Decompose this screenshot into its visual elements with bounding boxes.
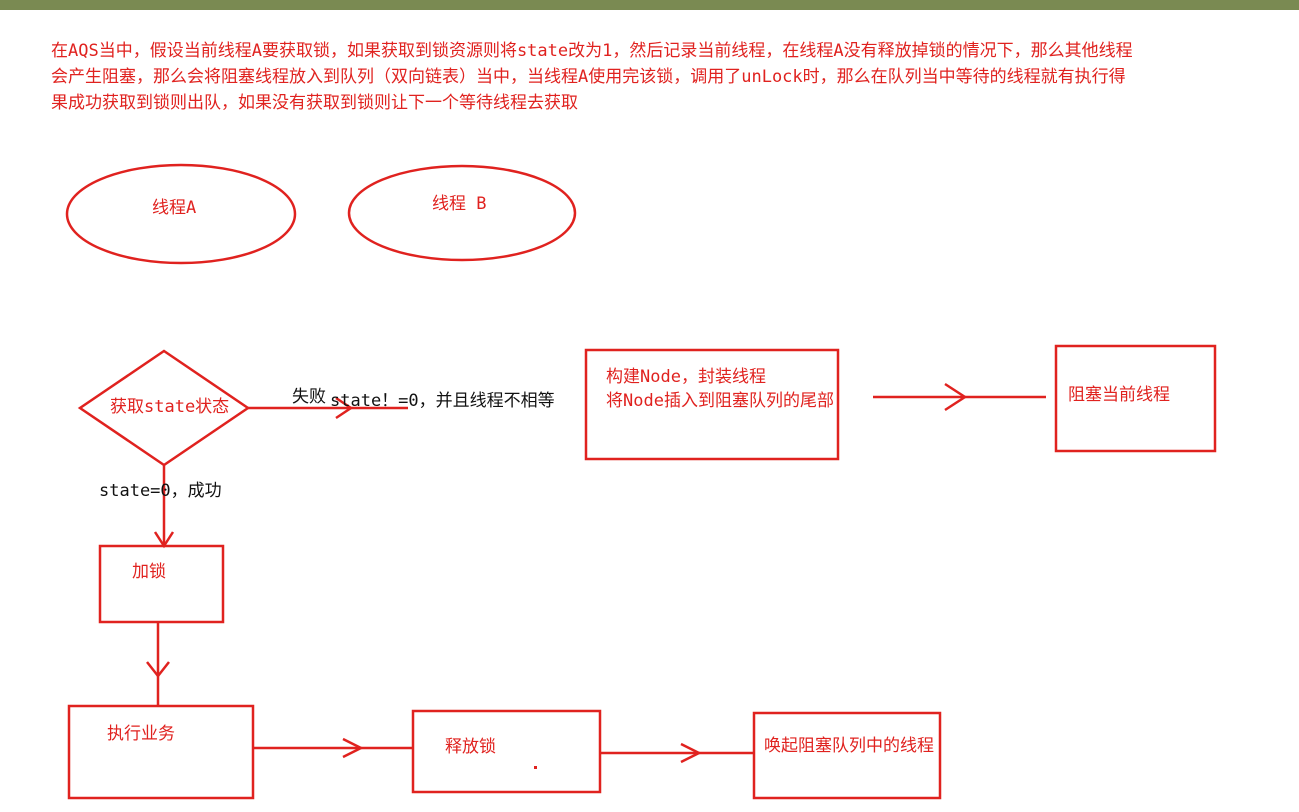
- release-label: 释放锁: [445, 737, 496, 757]
- release-to-wake-arrowhead: [680, 742, 702, 764]
- intro-line-3: 果成功获取到锁则出队，如果没有获取到锁则让下一个等待线程去获取: [51, 93, 578, 113]
- build-node-box: [584, 348, 840, 461]
- intro-line-2: 会产生阻塞，那么会将阻塞线程放入到队列（双向链表）当中，当线程A使用完该锁，调用…: [51, 67, 1126, 87]
- wake-box: [752, 711, 942, 800]
- window-top-bar: [0, 0, 1299, 10]
- fail-condition-label: state！=0，并且线程不相等: [330, 391, 555, 411]
- lock-to-execute-arrowhead: [146, 661, 170, 679]
- decision-label: 获取state状态: [110, 397, 230, 417]
- success-label: state=0，成功: [99, 481, 222, 501]
- thread-b-ellipse: [347, 164, 577, 262]
- fail-edge-arrowhead: [335, 396, 354, 420]
- thread-b-label: 线程 B: [432, 194, 487, 214]
- lock-box: [98, 544, 225, 624]
- lock-label: 加锁: [132, 562, 166, 582]
- fail-prefix-label: 失败: [292, 387, 326, 407]
- wake-label: 唤起阻塞队列中的线程: [764, 736, 934, 756]
- execute-label: 执行业务: [107, 724, 175, 744]
- stray-dot: [534, 766, 537, 769]
- build-to-block-arrowhead: [944, 382, 968, 412]
- success-edge-arrowhead: [153, 531, 175, 549]
- release-box: [411, 709, 602, 794]
- block-thread-label: 阻塞当前线程: [1068, 385, 1170, 405]
- thread-a-label: 线程A: [152, 198, 197, 218]
- thread-a-ellipse: [65, 163, 297, 265]
- build-node-label-2: 将Node插入到阻塞队列的尾部: [606, 391, 834, 411]
- execute-box: [67, 704, 255, 800]
- build-node-label-1: 构建Node，封装线程: [606, 367, 766, 387]
- intro-text: 在AQS当中，假设当前线程A要获取锁，如果获取到锁资源则将state改为1，然后…: [51, 38, 1299, 116]
- intro-line-1: 在AQS当中，假设当前线程A要获取锁，如果获取到锁资源则将state改为1，然后…: [51, 41, 1133, 61]
- block-thread-box: [1054, 344, 1217, 453]
- execute-to-release-arrowhead: [342, 737, 364, 759]
